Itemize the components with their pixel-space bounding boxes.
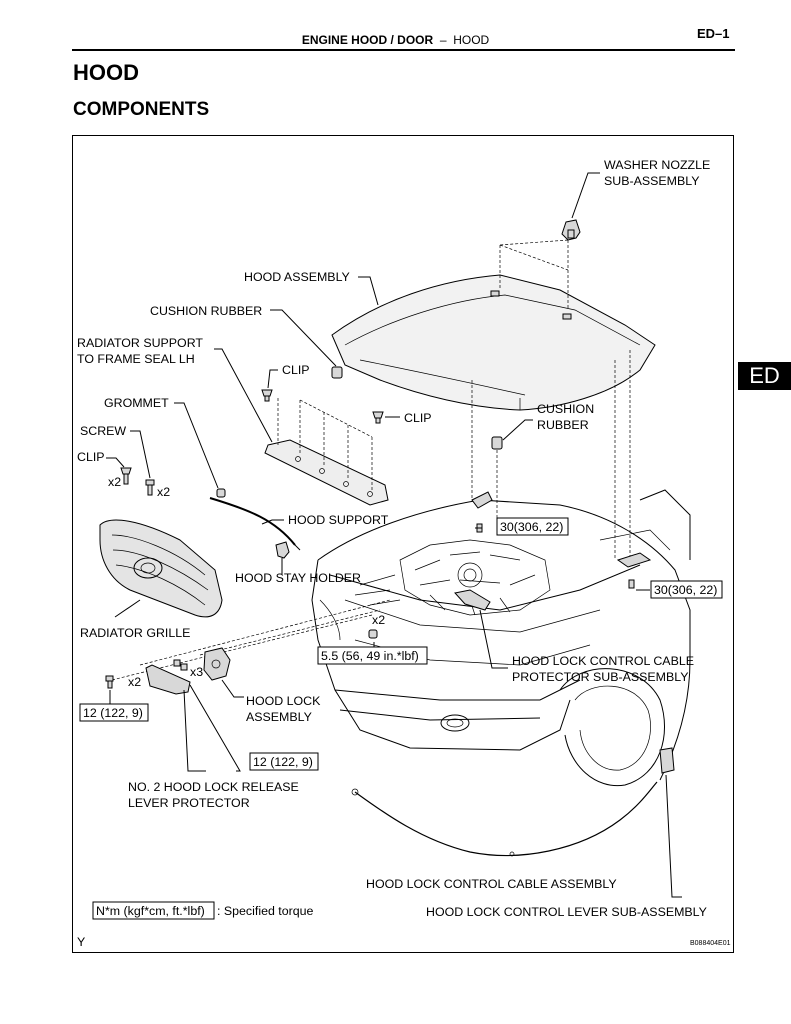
hood-lock-cable-protector-part	[454, 589, 491, 611]
hood-assembly-part	[331, 274, 656, 411]
torque-box-grille-bolt: 12 (122, 9)	[79, 703, 149, 722]
legend-description: : Specified torque	[217, 904, 314, 918]
clip-b-part	[372, 411, 384, 424]
hood-lock-assembly-part	[203, 647, 231, 681]
torque-hinge-right-value: 30(306, 22)	[654, 583, 717, 597]
cushion-rubber-top-part	[331, 366, 343, 379]
label-cable-protector-line1: HOOD LOCK CONTROL CABLE	[512, 654, 694, 668]
diagram-frame	[72, 135, 734, 953]
torque-box-hinge-right: 30(306, 22)	[650, 580, 723, 599]
label-hood-lock-line1: HOOD LOCK	[246, 694, 321, 708]
label-hood-stay-holder: HOOD STAY HOLDER	[235, 571, 361, 585]
label-cable-assembly: HOOD LOCK CONTROL CABLE ASSEMBLY	[366, 877, 617, 891]
cushion-rubber-right-part	[491, 436, 503, 450]
hood-stay-holder-part	[275, 541, 290, 559]
footer-left-mark: Y	[77, 935, 85, 949]
section-subtitle: COMPONENTS	[73, 99, 210, 120]
header-separator: –	[439, 33, 447, 47]
legend-unit-box: N*m (kgf*cm, ft.*lbf)	[96, 904, 205, 918]
label-screw: SCREW	[80, 424, 126, 438]
label-lever-sub-assembly: HOOD LOCK CONTROL LEVER SUB-ASSEMBLY	[426, 905, 707, 919]
label-grille-bolt-qty: x2	[128, 675, 141, 689]
torque-box-hinge-left: 30(306, 22)	[496, 517, 569, 536]
hood-lock-bolts-part	[173, 659, 188, 671]
clip-c-part	[120, 467, 132, 485]
label-washer-nozzle-line2: SUB-ASSEMBLY	[604, 174, 699, 188]
leader-lines	[106, 172, 682, 898]
label-radiator-seal-line2: TO FRAME SEAL LH	[77, 352, 195, 366]
torque-hinge-left-value: 30(306, 22)	[500, 520, 563, 534]
label-cable-protector-line2: PROTECTOR SUB-ASSEMBLY	[512, 670, 689, 684]
label-washer-nozzle-line1: WASHER NOZZLE	[604, 158, 710, 172]
page-number: ED–1	[697, 26, 730, 41]
torque-grille-bolt-value: 12 (122, 9)	[83, 706, 143, 720]
label-no2-release-line1: NO. 2 HOOD LOCK RELEASE	[128, 780, 299, 794]
section-tab[interactable]: ED	[738, 362, 791, 390]
label-clip-a: CLIP	[282, 363, 310, 377]
grille-bolt-part	[105, 675, 114, 689]
label-nut-qty: x2	[372, 613, 385, 627]
label-cushion-rubber-top: CUSHION RUBBER	[150, 304, 262, 318]
figure-code: B088404E01	[690, 940, 731, 947]
hood-lock-control-lever-part	[659, 747, 675, 774]
label-hood-support: HOOD SUPPORT	[288, 513, 389, 527]
label-clip-b: CLIP	[404, 411, 432, 425]
washer-nozzle-part	[561, 219, 581, 241]
page-title: HOOD	[73, 60, 139, 85]
label-grommet: GROMMET	[104, 396, 169, 410]
label-clip-qty: x2	[108, 475, 121, 489]
hood-hinge-right-part	[616, 552, 652, 589]
clip-a-part	[261, 389, 273, 402]
no2-release-lever-protector-part	[145, 664, 191, 695]
grommet-part	[216, 488, 226, 498]
page-header-title: ENGINE HOOD / DOOR – HOOD	[0, 33, 791, 47]
label-radiator-grille: RADIATOR GRILLE	[80, 626, 190, 640]
torque-box-lock-bolt: 12 (122, 9)	[249, 752, 319, 771]
hood-lock-control-cable-part	[351, 781, 658, 857]
hood-lock-nut-part	[368, 629, 378, 639]
hood-support-part	[209, 497, 301, 551]
torque-lock-bolt-value: 12 (122, 9)	[253, 755, 313, 769]
torque-box-lock-nut: 5.5 (56, 49 in.*lbf)	[317, 646, 428, 665]
label-no2-release-line2: LEVER PROTECTOR	[128, 796, 250, 810]
label-lock-bolt-qty: x3	[190, 665, 203, 679]
label-hood-lock-line2: ASSEMBLY	[246, 710, 312, 724]
label-cushion-rubber-right-line2: RUBBER	[537, 418, 589, 432]
label-hood-assembly: HOOD ASSEMBLY	[244, 270, 350, 284]
torque-legend: N*m (kgf*cm, ft.*lbf) : Specified torque	[92, 901, 314, 920]
torque-lock-nut-value: 5.5 (56, 49 in.*lbf)	[321, 649, 419, 663]
header-divider	[72, 49, 735, 51]
header-topic: HOOD	[453, 33, 490, 47]
label-cushion-rubber-right-line1: CUSHION	[537, 402, 594, 416]
header-section: ENGINE HOOD / DOOR	[301, 33, 434, 47]
label-clip-c: CLIP	[77, 450, 105, 464]
label-screw-qty: x2	[157, 485, 170, 499]
radiator-support-seal-part	[264, 439, 389, 506]
hood-hinge-left-part	[471, 491, 493, 533]
screw-part	[145, 479, 155, 496]
label-radiator-seal-line1: RADIATOR SUPPORT	[77, 336, 203, 350]
radiator-grille-part	[99, 519, 223, 618]
